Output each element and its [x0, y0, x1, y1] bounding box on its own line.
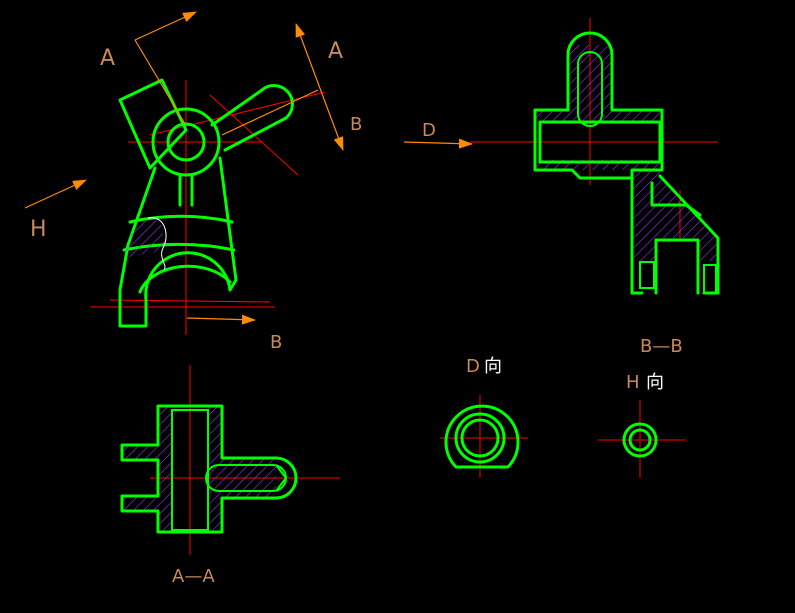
- view-h-title-cjk: 向: [646, 372, 664, 393]
- section-label-a: A: [100, 46, 115, 71]
- section-aa-view: A—A: [120, 365, 340, 587]
- view-h-title-latin: H: [626, 372, 640, 393]
- section-aa-title: A—A: [172, 566, 215, 587]
- view-d-title-cjk: 向: [484, 356, 502, 377]
- view-d: D 向: [440, 356, 528, 478]
- section-label-b-bottom: B: [270, 332, 282, 353]
- view-label-h: H: [30, 217, 47, 242]
- view-label-d: D: [422, 120, 436, 141]
- view-h: H 向: [598, 372, 686, 478]
- view-d-title-latin: D: [466, 356, 480, 377]
- section-bb-view: D B—B: [403, 18, 720, 357]
- main-view: A A B B H: [24, 11, 362, 353]
- section-label-a-right: A: [328, 39, 343, 64]
- section-bb-title: B—B: [640, 336, 683, 357]
- section-label-b: B: [350, 114, 362, 135]
